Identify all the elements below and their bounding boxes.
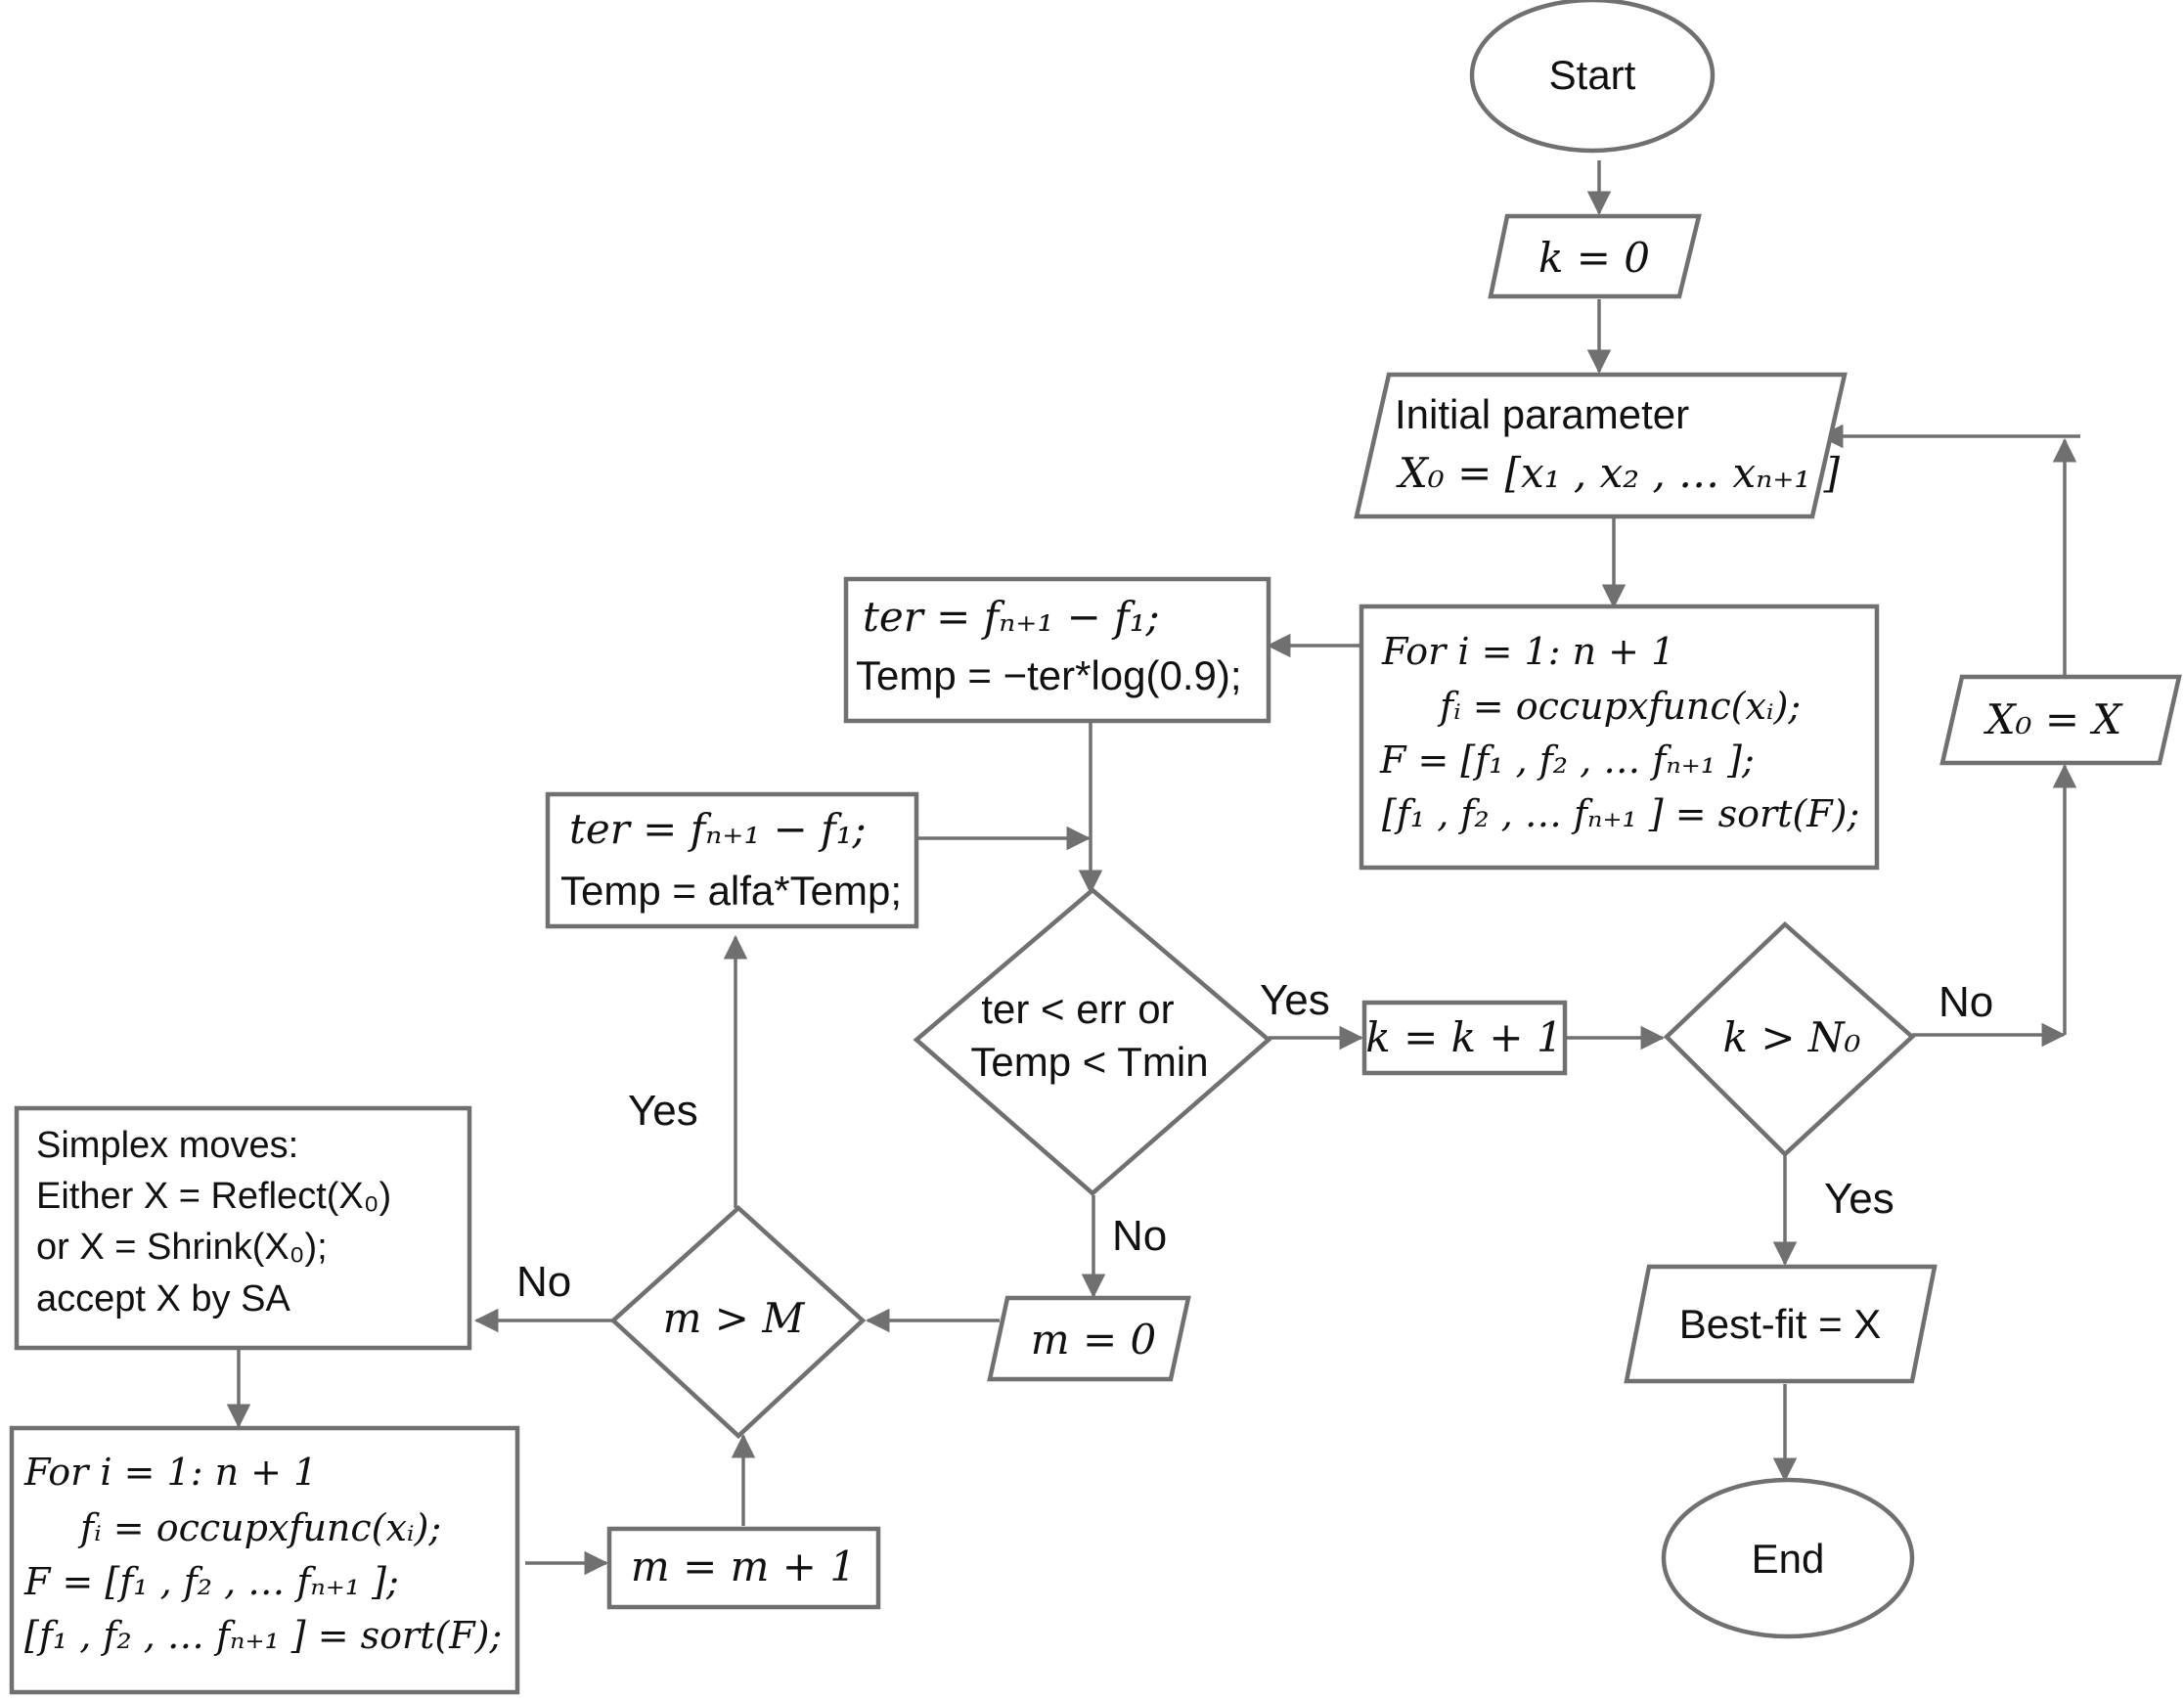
simplex-line-3: or X = Shrink(X₀); bbox=[36, 1227, 328, 1268]
node-condition-mM: m > M bbox=[609, 1204, 867, 1440]
k0-label: k = 0 bbox=[1538, 234, 1650, 282]
for-right-line-3: F = [f₁ , f₂ , … fₙ₊₁ ]; bbox=[1379, 738, 1755, 782]
condition-line-1: ter < err or bbox=[981, 986, 1174, 1032]
condition-line-2: Temp < Tmin bbox=[970, 1039, 1208, 1085]
node-x0-assign: X₀ = X bbox=[1939, 674, 2182, 766]
node-ter-init: ter = fₙ₊₁ − f₁; Temp = −ter*log(0.9); bbox=[843, 576, 1271, 724]
for-right-line-1: For i = 1: n + 1 bbox=[1381, 630, 1674, 673]
mM-label: m > M bbox=[663, 1294, 806, 1342]
for-left-line-4: [f₁ , f₂ , … fₙ₊₁ ] = sort(F); bbox=[24, 1614, 502, 1657]
node-start: Start bbox=[1469, 0, 1716, 154]
init-line-1: Initial parameter bbox=[1395, 391, 1689, 437]
for-right-line-2: fᵢ = occupxfunc(xᵢ); bbox=[1437, 685, 1801, 728]
simplex-line-2: Either X = Reflect(X₀) bbox=[36, 1176, 391, 1217]
k-increment-label: k = k + 1 bbox=[1365, 1013, 1562, 1061]
node-k-increment: k = k + 1 bbox=[1361, 1000, 1568, 1076]
simplex-line-1: Simplex moves: bbox=[36, 1125, 298, 1166]
ter-init-line-2: Temp = −ter*log(0.9); bbox=[856, 652, 1242, 698]
simplex-line-4: accept X by SA bbox=[36, 1278, 290, 1320]
edge-labels: Yes No Yes No Yes No bbox=[516, 976, 1993, 1306]
best-fit-label: Best-fit = X bbox=[1679, 1301, 1882, 1347]
cond-no-label: No bbox=[1112, 1212, 1167, 1260]
for-left-line-3: F = [f₁ , f₂ , … fₙ₊₁ ]; bbox=[23, 1560, 399, 1603]
node-init-params: Initial parameter X₀ = [x₁ , x₂ , … xₙ₊₁… bbox=[1354, 372, 1848, 519]
x0-assign-label: X₀ = X bbox=[1983, 695, 2124, 743]
node-end: End bbox=[1661, 1477, 1915, 1639]
kN0-no-label: No bbox=[1939, 978, 1993, 1026]
node-m-increment: m = m + 1 bbox=[606, 1526, 881, 1610]
kN0-yes-label: Yes bbox=[1824, 1175, 1894, 1223]
for-left-line-2: fᵢ = occupxfunc(xᵢ); bbox=[77, 1506, 441, 1549]
node-for-loop-left: For i = 1: n + 1 fᵢ = occupxfunc(xᵢ); F … bbox=[9, 1425, 520, 1695]
for-left-line-1: For i = 1: n + 1 bbox=[23, 1451, 317, 1494]
node-ter-update: ter = fₙ₊₁ − f₁; Temp = alfa*Temp; bbox=[545, 791, 919, 929]
ter-update-line-2: Temp = alfa*Temp; bbox=[560, 868, 902, 914]
mM-no-label: No bbox=[516, 1258, 571, 1306]
node-condition-kN0: k > N₀ bbox=[1663, 920, 1916, 1158]
mM-yes-label: Yes bbox=[628, 1087, 698, 1135]
node-condition-ter: ter < err or Temp < Tmin bbox=[913, 887, 1272, 1196]
node-simplex-moves: Simplex moves: Either X = Reflect(X₀) or… bbox=[14, 1105, 472, 1351]
node-best-fit: Best-fit = X bbox=[1624, 1264, 1938, 1384]
init-line-2: X₀ = [x₁ , x₂ , … xₙ₊₁ ] bbox=[1396, 449, 1841, 497]
m0-label: m = 0 bbox=[1031, 1316, 1156, 1364]
end-label: End bbox=[1752, 1536, 1825, 1582]
ter-update-line-1: ter = fₙ₊₁ − f₁; bbox=[569, 805, 867, 853]
node-k0: k = 0 bbox=[1488, 213, 1702, 299]
cond-yes-label: Yes bbox=[1260, 976, 1330, 1024]
kN0-label: k > N₀ bbox=[1723, 1013, 1861, 1061]
node-for-loop-right: For i = 1: n + 1 fᵢ = occupxfunc(xᵢ); F … bbox=[1359, 604, 1880, 871]
edges bbox=[226, 160, 2080, 1576]
ter-init-line-1: ter = fₙ₊₁ − f₁; bbox=[863, 593, 1160, 641]
m-increment-label: m = m + 1 bbox=[631, 1543, 856, 1590]
for-right-line-4: [f₁ , f₂ , … fₙ₊₁ ] = sort(F); bbox=[1382, 792, 1859, 835]
start-label: Start bbox=[1549, 52, 1636, 98]
node-m0: m = 0 bbox=[987, 1295, 1191, 1382]
